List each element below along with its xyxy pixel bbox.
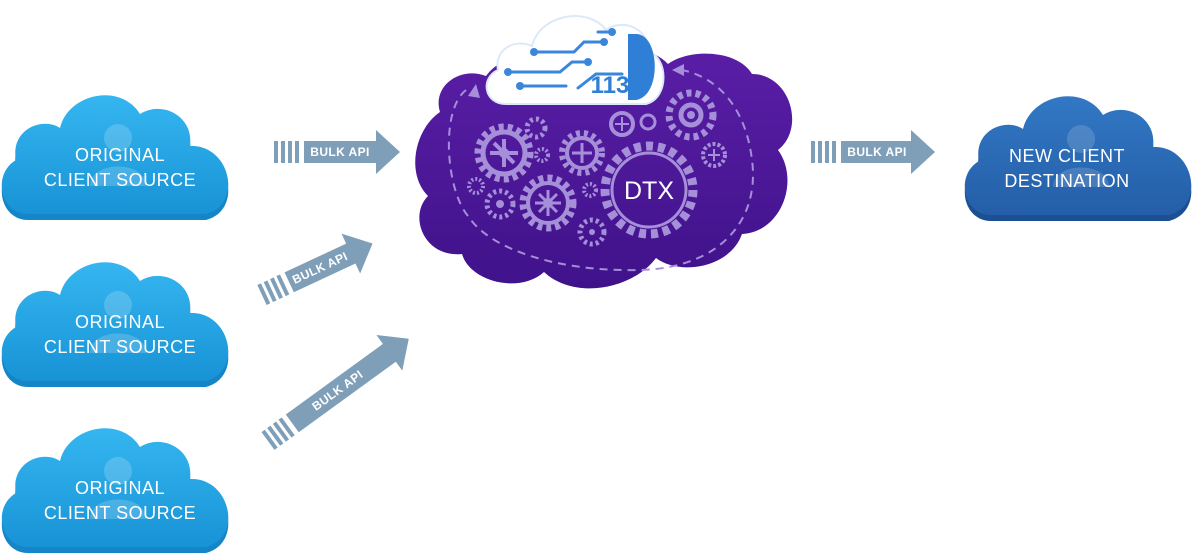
orbit-path	[447, 69, 754, 272]
destination-cloud: NEW CLIENT DESTINATION	[964, 96, 1192, 221]
source-label-line2: CLIENT SOURCE	[44, 170, 196, 190]
source-label-line1: ORIGINAL	[75, 145, 165, 165]
logo-113: 113	[485, 15, 665, 105]
orbit-arrow-icon	[468, 84, 480, 98]
bulk-api-arrow-3: BULK API	[261, 335, 409, 450]
gear-icon	[577, 217, 607, 247]
person-icon	[90, 291, 146, 353]
gear-icon	[609, 111, 635, 137]
gear-icon	[467, 177, 485, 195]
bulk-api-arrow-1: BULK API	[274, 130, 400, 174]
dtx-label: DTX	[624, 177, 674, 205]
person-icon	[1053, 125, 1109, 187]
orbit-arrow-icon	[672, 64, 684, 76]
bulk-api-label: BULK API	[309, 367, 365, 413]
logo-cloud-shape	[485, 15, 665, 105]
person-icon	[90, 124, 146, 186]
source-cloud-1: ORIGINAL CLIENT SOURCE	[1, 95, 229, 220]
logo-number: 113	[591, 72, 630, 99]
logo-d-shape	[628, 34, 655, 100]
dtx-gear-icon	[600, 141, 698, 239]
source-label-line1: ORIGINAL	[75, 312, 165, 332]
gear-icon	[559, 130, 605, 176]
source-label-line1: ORIGINAL	[75, 478, 165, 498]
dtx-hub-cloud: DTX 113	[415, 15, 793, 289]
gear-icon	[519, 174, 577, 232]
circuit-icon	[506, 30, 624, 90]
destination-label-line2: DESTINATION	[1004, 171, 1129, 191]
source-cloud-2: ORIGINAL CLIENT SOURCE	[1, 262, 229, 387]
destination-label-line1: NEW CLIENT	[1009, 146, 1125, 166]
gear-icon	[639, 113, 657, 131]
person-icon	[90, 457, 146, 519]
source-label-line2: CLIENT SOURCE	[44, 503, 196, 523]
gear-icon	[474, 123, 534, 183]
bulk-api-label: BULK API	[310, 145, 369, 159]
source-cloud-3: ORIGINAL CLIENT SOURCE	[1, 428, 229, 553]
gear-icon	[582, 182, 598, 198]
gear-icon	[665, 89, 717, 141]
gear-icon	[701, 142, 727, 168]
gear-icon	[534, 147, 550, 163]
bulk-api-arrow-4: BULK API	[811, 130, 935, 174]
bulk-api-label: BULK API	[847, 145, 906, 159]
bulk-api-arrow-2: BULK API	[257, 233, 373, 305]
gear-icon	[524, 116, 548, 140]
source-label-line2: CLIENT SOURCE	[44, 337, 196, 357]
gear-icon	[484, 188, 516, 220]
